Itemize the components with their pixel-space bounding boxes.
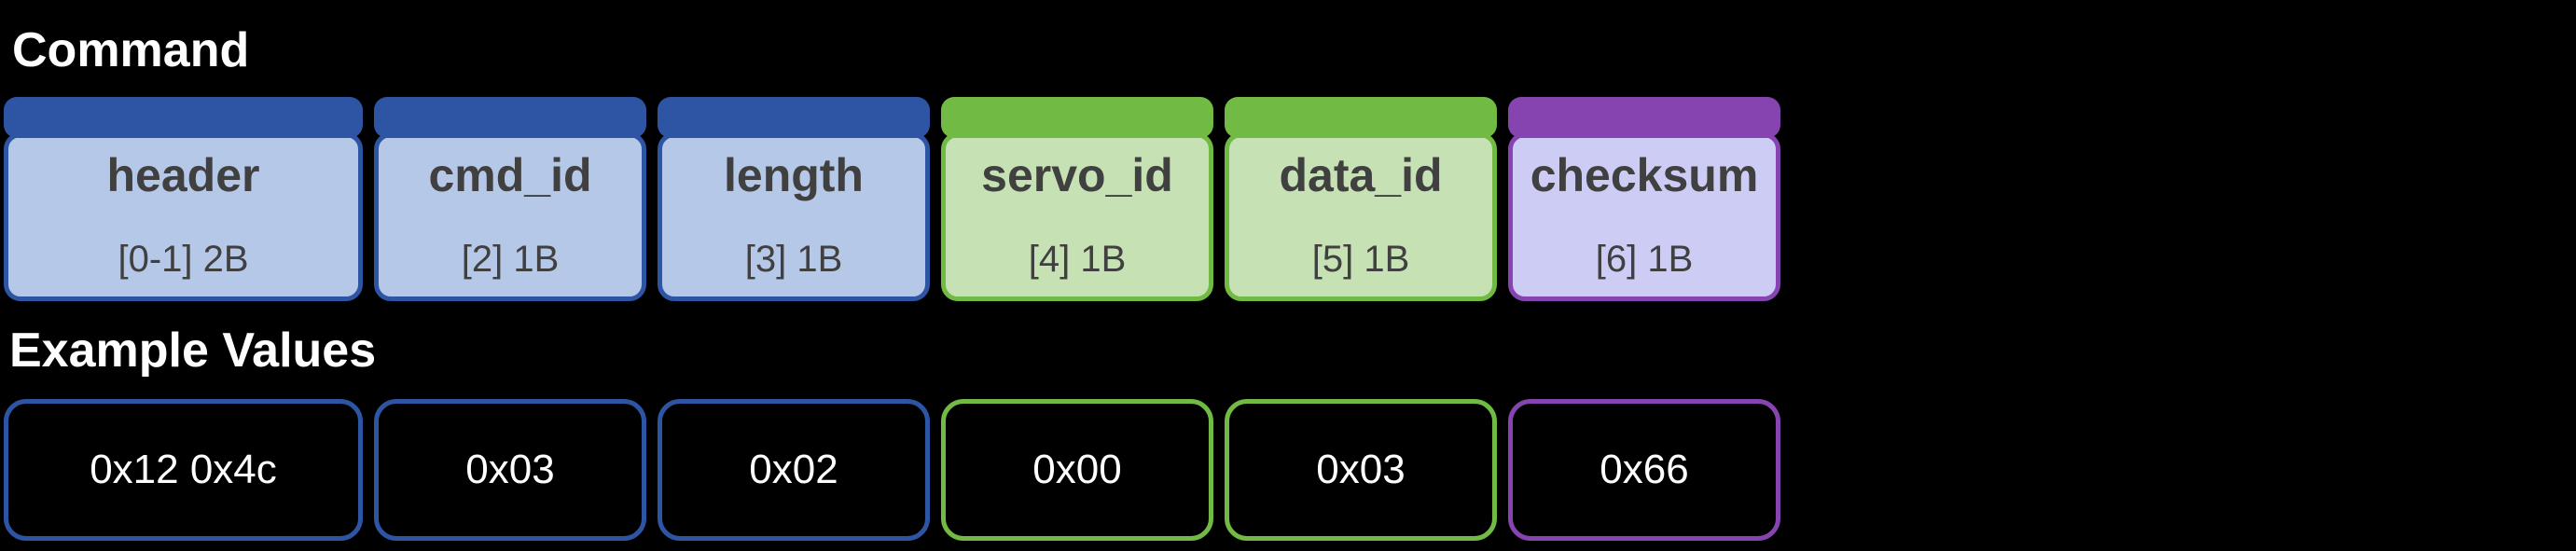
field-bytes-label: [2] 1B (461, 238, 560, 280)
field-name-label: header (106, 149, 260, 201)
field-data-id-tab (1225, 97, 1497, 138)
field-column-data-id: data_id [5] 1B (1225, 97, 1497, 301)
field-name-label: length (724, 149, 864, 201)
field-column-servo-id: servo_id [4] 1B (941, 97, 1213, 301)
example-values-heading: Example Values (9, 324, 377, 378)
example-values-row: 0x12 0x4c 0x03 0x02 0x00 0x03 0x66 (4, 399, 1780, 541)
command-field-row: header [0-1] 2B cmd_id [2] 1B length [3]… (4, 97, 1780, 301)
field-header-box: header [0-1] 2B (4, 132, 363, 301)
field-bytes-label: [3] 1B (744, 238, 843, 280)
value-box-header: 0x12 0x4c (4, 399, 363, 541)
field-name-label: checksum (1530, 149, 1759, 201)
field-cmd-id-tab (374, 97, 646, 138)
value-box-data-id: 0x03 (1225, 399, 1497, 541)
field-data-id-box: data_id [5] 1B (1225, 132, 1497, 301)
field-bytes-label: [6] 1B (1595, 238, 1694, 280)
field-name-label: cmd_id (428, 149, 592, 201)
value-box-checksum: 0x66 (1508, 399, 1780, 541)
field-name-label: servo_id (981, 149, 1173, 201)
value-box-cmd-id: 0x03 (374, 399, 646, 541)
field-name-label: data_id (1279, 149, 1443, 201)
value-box-servo-id: 0x00 (941, 399, 1213, 541)
value-box-length: 0x02 (658, 399, 930, 541)
field-bytes-label: [5] 1B (1311, 238, 1410, 280)
field-column-cmd-id: cmd_id [2] 1B (374, 97, 646, 301)
field-column-length: length [3] 1B (658, 97, 930, 301)
field-cmd-id-box: cmd_id [2] 1B (374, 132, 646, 301)
field-checksum-box: checksum [6] 1B (1508, 132, 1780, 301)
field-bytes-label: [0-1] 2B (118, 238, 249, 280)
field-length-box: length [3] 1B (658, 132, 930, 301)
field-length-tab (658, 97, 930, 138)
field-servo-id-tab (941, 97, 1213, 138)
command-heading: Command (12, 23, 250, 77)
field-column-checksum: checksum [6] 1B (1508, 97, 1780, 301)
field-column-header: header [0-1] 2B (4, 97, 363, 301)
field-bytes-label: [4] 1B (1028, 238, 1127, 280)
field-servo-id-box: servo_id [4] 1B (941, 132, 1213, 301)
field-header-tab (4, 97, 363, 138)
field-checksum-tab (1508, 97, 1780, 138)
